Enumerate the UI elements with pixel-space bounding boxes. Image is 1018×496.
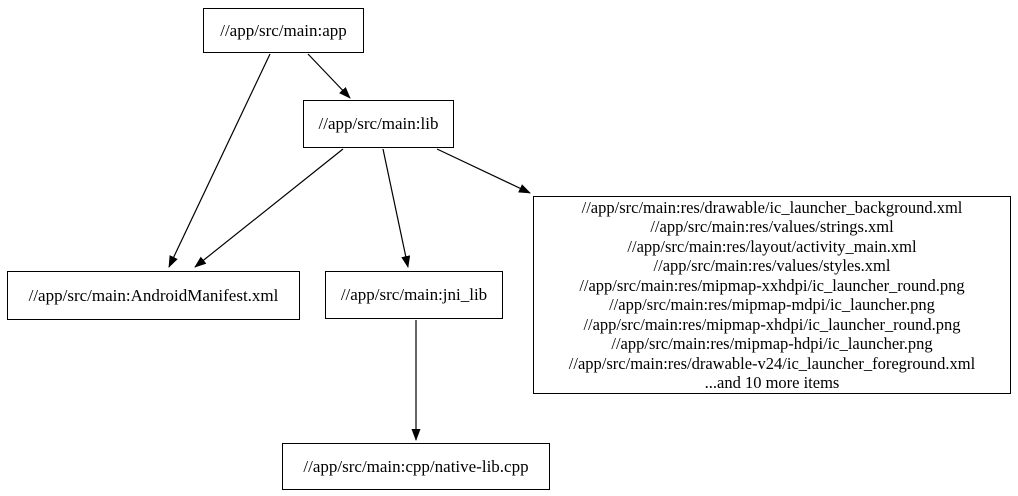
edge-lib-to-resources: [436, 148, 531, 194]
edge-lib-to-manifest: [194, 148, 344, 268]
node-app: //app/src/main:app: [203, 8, 364, 53]
node-native-lib-cpp: //app/src/main:cpp/native-lib.cpp: [282, 443, 550, 490]
node-resources-group: //app/src/main:res/drawable/ic_launcher_…: [533, 196, 1011, 394]
node-lib: //app/src/main:lib: [303, 100, 454, 148]
edge-app-to-lib: [307, 53, 351, 99]
node-lib-label: //app/src/main:lib: [318, 114, 439, 134]
edge-app-to-manifest: [168, 53, 271, 268]
node-app-label: //app/src/main:app: [220, 20, 347, 40]
node-android-manifest-label: //app/src/main:AndroidManifest.xml: [28, 285, 279, 305]
node-android-manifest: //app/src/main:AndroidManifest.xml: [7, 271, 300, 320]
node-jni-lib-label: //app/src/main:jni_lib: [340, 285, 488, 305]
node-jni-lib: //app/src/main:jni_lib: [325, 271, 503, 319]
node-native-lib-cpp-label: //app/src/main:cpp/native-lib.cpp: [303, 456, 529, 476]
edge-lib-to-jni-lib: [382, 148, 411, 268]
node-resources-group-label: //app/src/main:res/drawable/ic_launcher_…: [568, 197, 976, 393]
